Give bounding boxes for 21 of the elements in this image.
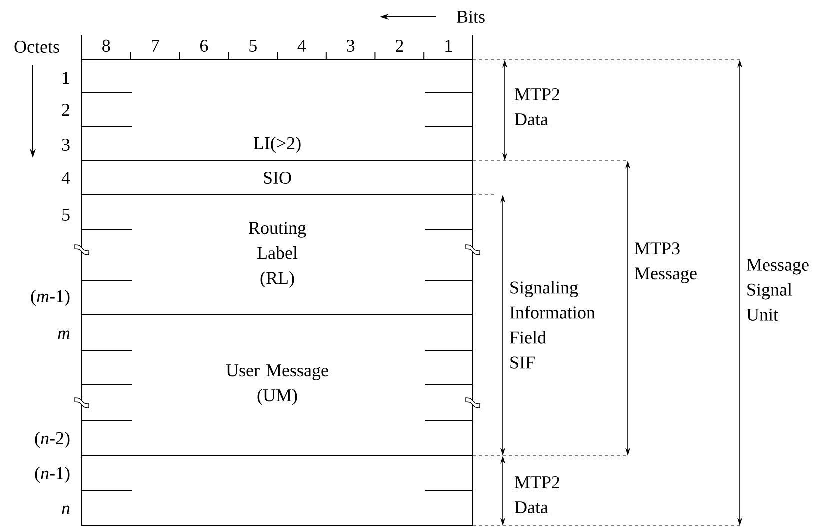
dimension-label: MTP2 Data: [515, 88, 560, 126]
octet-number: 4: [62, 172, 70, 184]
octet-number: 3: [62, 138, 70, 152]
octet-number: (n-1): [35, 466, 70, 484]
octet-number: 5: [62, 209, 70, 221]
octet-number: n: [62, 506, 70, 514]
field-box: LI(>2): [82, 60, 474, 162]
field-box: [82, 456, 474, 526]
field-box: Routing Label (RL): [82, 194, 474, 316]
octet-number: (m-1): [31, 290, 70, 306]
dimension-label: MTP2 Data: [515, 476, 560, 514]
field-box: User Message (UM): [82, 314, 474, 456]
field-box: SIO: [82, 160, 474, 196]
dimension-label: Message Signal Unit: [746, 259, 809, 321]
dimension-label: MTP3 Message: [635, 242, 697, 284]
axis-label: Bits: [457, 10, 485, 24]
dimension-label: Signaling Information Field SIF: [510, 281, 596, 369]
octet-number: (n-2): [35, 432, 70, 448]
octet-number: 2: [62, 104, 70, 116]
octet-number: m: [58, 330, 70, 340]
axis-label: Octets: [14, 40, 60, 54]
